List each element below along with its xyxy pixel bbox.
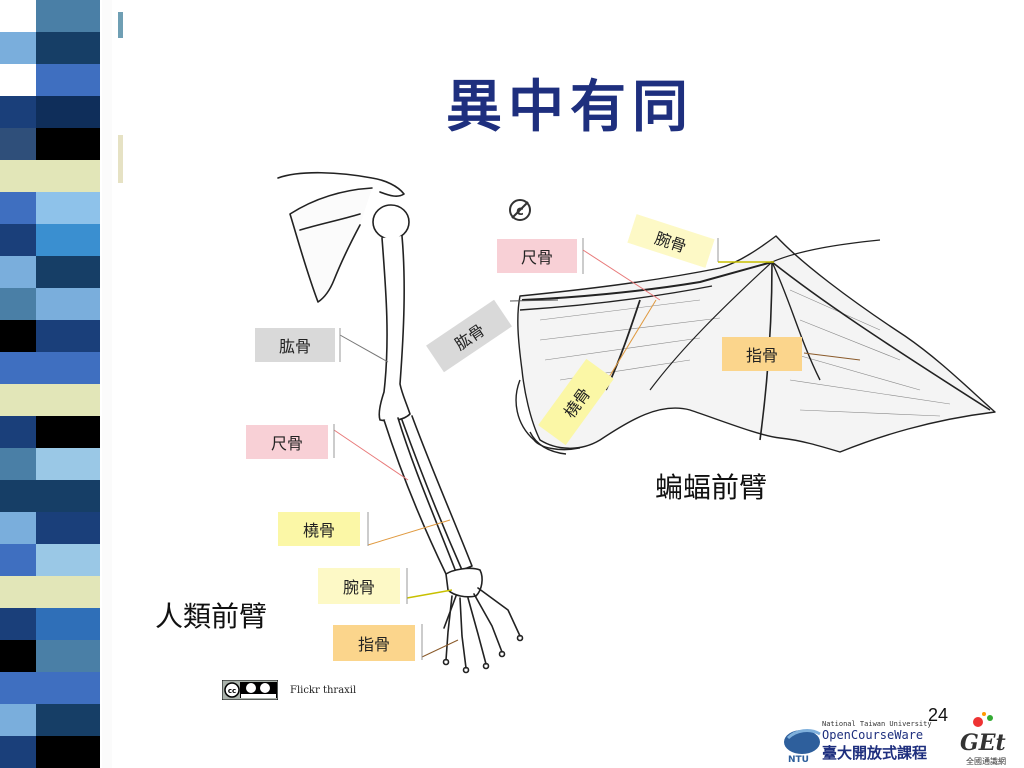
bat-forearm-caption: 蝙蝠前臂 (655, 471, 768, 504)
accent-tick (118, 135, 123, 183)
page-number: 24 (928, 705, 949, 725)
human-arm-skeleton (277, 171, 524, 674)
bat-phalanges-label: 指骨 (722, 337, 802, 371)
svg-text:c: c (516, 204, 524, 219)
ocw-name-cn: 臺大開放式課程 (822, 744, 927, 762)
human-ulna-label: 尺骨 (246, 425, 328, 459)
human-humerus-label: 肱骨 (255, 328, 335, 362)
accent-tick (118, 12, 123, 38)
human-radius-label: 橈骨 (278, 512, 360, 546)
svg-text:cc: cc (228, 687, 236, 695)
human-forearm-caption: 人類前臂 (155, 600, 268, 633)
university-name: National Taiwan University (822, 720, 932, 728)
human-phalanges-label: 指骨 (333, 625, 415, 661)
get-logo-icon: GEt 全國通識網 (960, 712, 1006, 766)
human-leader-lines (333, 334, 459, 658)
svg-text:NTU: NTU (788, 755, 809, 765)
get-logo-subtext: 全國通識網 (966, 756, 1006, 766)
ntu-ocw-logo: NTU National Taiwan University OpenCours… (784, 712, 1006, 766)
bat-ulna-label: 尺骨 (497, 239, 577, 273)
decorative-stripe (0, 0, 100, 768)
ntu-logo-icon: NTU (784, 729, 821, 765)
cc-by-sa-badge: cc (222, 680, 278, 700)
get-logo-text: GEt (960, 730, 1006, 756)
human-carpals-label: 腕骨 (318, 568, 400, 604)
slide-title: 異中有同 (446, 74, 694, 140)
image-credit: Flickr thraxil (290, 685, 357, 696)
ocw-name: OpenCourseWare (822, 728, 923, 742)
stripe-divider (102, 0, 112, 768)
public-domain-icon: c (509, 199, 531, 221)
